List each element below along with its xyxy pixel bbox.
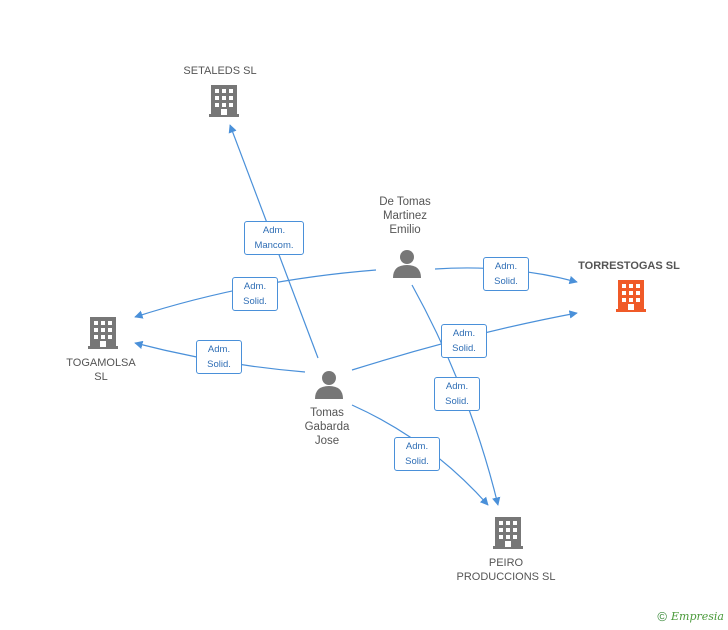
relation-role: Adm. <box>207 344 231 355</box>
de-tomas-name-line: Martinez <box>382 210 428 222</box>
setaleds-name: SETALEDS SL <box>183 65 257 77</box>
tomas-gabarda-name-line: Gabarda <box>304 421 350 433</box>
de-tomas-name-line: Emilio <box>389 224 421 236</box>
tomas-gabarda-name-line: Jose <box>314 435 340 447</box>
setaleds-label[interactable]: SETALEDS SL <box>170 64 270 78</box>
relation-role: Adm. <box>445 381 469 392</box>
relation-badge[interactable]: Adm. Solid. <box>232 277 278 311</box>
relation-badge[interactable]: Adm. Solid. <box>196 340 242 374</box>
building-icon[interactable] <box>209 85 239 117</box>
tomas-gabarda-name-line: Tomas <box>310 407 344 419</box>
building-icon[interactable] <box>616 280 646 312</box>
relation-type: Solid. <box>445 396 469 407</box>
building-icon[interactable] <box>88 317 118 349</box>
relation-badge[interactable]: Adm. Solid. <box>434 377 480 411</box>
person-icon[interactable] <box>315 371 343 399</box>
relation-badge[interactable]: Adm. Solid. <box>483 257 529 291</box>
togamolsa-label[interactable]: TOGAMOLSA SL <box>56 356 146 384</box>
peiro-name-line: PRODUCCIONS SL <box>456 571 556 583</box>
torrestogas-name: TORRESTOGAS SL <box>578 260 680 272</box>
relation-role: Adm. <box>405 441 429 452</box>
relation-type: Solid. <box>494 276 518 287</box>
relation-type: Solid. <box>405 456 429 467</box>
brand-name: Empresia <box>671 610 724 623</box>
relation-type: Solid. <box>452 343 476 354</box>
relation-badge[interactable]: Adm. Solid. <box>394 437 440 471</box>
de-tomas-label[interactable]: De Tomas Martinez Emilio <box>360 195 450 237</box>
torrestogas-label[interactable]: TORRESTOGAS SL <box>566 259 692 273</box>
relation-type: Solid. <box>243 296 267 307</box>
copyright-icon: © <box>657 609 667 624</box>
brand-credit[interactable]: © Empresia <box>657 609 724 624</box>
relation-role: Adm. <box>452 328 476 339</box>
relation-role: Adm. <box>243 281 267 292</box>
relation-role: Adm. <box>494 261 518 272</box>
relation-role: Adm. <box>262 225 286 236</box>
peiro-name-line: PEIRO <box>488 557 524 569</box>
togamolsa-name-line: SL <box>94 371 108 383</box>
building-icon[interactable] <box>493 517 523 549</box>
peiro-label[interactable]: PEIRO PRODUCCIONS SL <box>446 556 566 584</box>
relation-badge[interactable]: Adm. Mancom. <box>244 221 304 255</box>
de-tomas-name-line: De Tomas <box>379 196 431 208</box>
relation-badge[interactable]: Adm. Solid. <box>441 324 487 358</box>
tomas-gabarda-label[interactable]: Tomas Gabarda Jose <box>282 406 372 448</box>
relation-type: Mancom. <box>254 240 294 251</box>
togamolsa-name-line: TOGAMOLSA <box>66 357 136 369</box>
person-icon[interactable] <box>393 250 421 278</box>
relation-type: Solid. <box>207 359 231 370</box>
